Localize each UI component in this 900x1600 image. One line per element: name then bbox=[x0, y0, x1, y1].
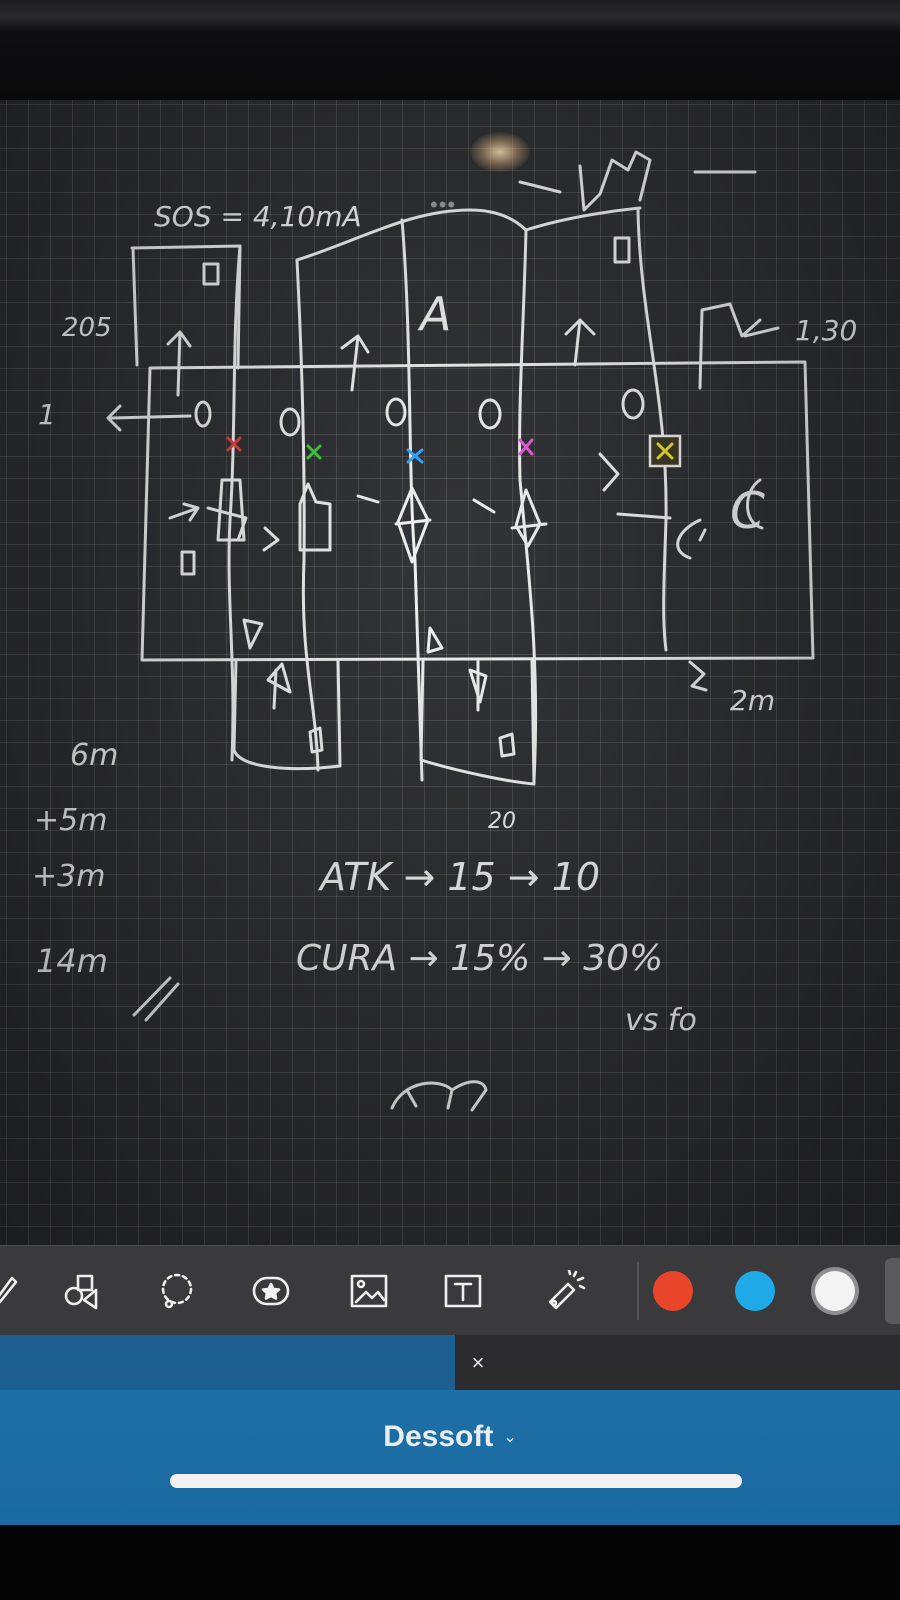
player-circle bbox=[194, 400, 212, 428]
arrow-up-3 bbox=[564, 318, 596, 367]
arrow-up-2 bbox=[340, 334, 370, 392]
laser-pointer-icon bbox=[548, 1270, 586, 1310]
bottom-pocket-1 bbox=[232, 658, 342, 771]
bottom-pocket-2 bbox=[419, 658, 536, 786]
app-name: Dessoft bbox=[383, 1420, 494, 1453]
home-indicator[interactable] bbox=[170, 1474, 742, 1488]
handwritten-drawing: SOS = 4,10mA 1,30 205 1 A C 2m 6m +5m +3… bbox=[32, 150, 857, 1112]
player-circle bbox=[478, 398, 502, 430]
arrow-to-circle bbox=[106, 404, 192, 432]
text-tool-button[interactable] bbox=[438, 1266, 488, 1316]
light-glare bbox=[470, 132, 530, 172]
shapes-icon bbox=[64, 1274, 98, 1310]
lower-marks bbox=[242, 618, 708, 758]
yellow-marker bbox=[656, 442, 674, 460]
top-square-2 bbox=[613, 236, 631, 264]
cone-figure bbox=[394, 486, 432, 564]
player-circle bbox=[385, 397, 407, 427]
shapes-tool-button[interactable] bbox=[58, 1266, 108, 1316]
panel-strip-right bbox=[455, 1335, 900, 1390]
distance-2m-label: 2m bbox=[730, 684, 775, 717]
app-switcher[interactable]: Dessoft ⌄ bbox=[0, 1420, 900, 1454]
lasso-icon bbox=[161, 1273, 193, 1309]
drawing-toolbar bbox=[0, 1245, 900, 1336]
letter-c-label: C bbox=[730, 482, 765, 540]
image-icon bbox=[350, 1274, 388, 1308]
lane-2 bbox=[295, 258, 320, 772]
top-square bbox=[202, 262, 220, 286]
small-square-left bbox=[180, 550, 196, 576]
sticker-tool-button[interactable] bbox=[246, 1266, 296, 1316]
color-swatch-white[interactable] bbox=[815, 1271, 855, 1311]
top-right-marks bbox=[518, 150, 780, 390]
distance-6m-label: 6m bbox=[70, 738, 118, 773]
color-swatch-orange[interactable] bbox=[653, 1271, 693, 1311]
color-swatch-blue[interactable] bbox=[735, 1271, 775, 1311]
player-circle bbox=[279, 407, 301, 437]
sticker-icon bbox=[252, 1276, 290, 1306]
distance-14m-label: 14m bbox=[36, 942, 108, 980]
value-20-label: 20 bbox=[488, 809, 516, 834]
top-left-box bbox=[130, 244, 242, 370]
lasso-tool-button[interactable] bbox=[152, 1266, 202, 1316]
pink-marker bbox=[518, 438, 534, 456]
toolbar-divider bbox=[637, 1262, 639, 1320]
lane-1 bbox=[227, 244, 242, 762]
field-rectangle bbox=[140, 360, 815, 662]
sos-label: SOS = 4,10mA bbox=[154, 200, 362, 233]
distance-5m-label: +5m bbox=[34, 803, 107, 838]
image-tool-button[interactable] bbox=[344, 1266, 394, 1316]
player-circle bbox=[621, 388, 645, 420]
tally-marks bbox=[132, 976, 180, 1022]
whiteboard-canvas[interactable]: ••• bbox=[0, 100, 900, 1245]
close-button[interactable]: × bbox=[471, 1350, 485, 1375]
cone-figure bbox=[206, 478, 248, 542]
letter-a-label: A bbox=[417, 287, 451, 341]
device-bottom-edge bbox=[0, 1525, 900, 1600]
vs-line: vs fo bbox=[625, 1003, 697, 1038]
book-sketch bbox=[390, 1080, 488, 1112]
arrow-up-1 bbox=[166, 330, 192, 397]
panel-strip-left bbox=[0, 1335, 455, 1390]
c-shape bbox=[616, 478, 764, 560]
app-bar: Dessoft ⌄ bbox=[0, 1390, 900, 1525]
green-marker bbox=[306, 444, 322, 460]
laser-pointer-tool-button[interactable] bbox=[540, 1266, 590, 1316]
toolbar-overflow-handle[interactable] bbox=[885, 1258, 900, 1324]
blue-marker bbox=[406, 448, 424, 464]
lane-4 bbox=[518, 228, 538, 782]
device-top-edge bbox=[0, 0, 900, 105]
distance-3m-label: +3m bbox=[32, 859, 105, 894]
cone-figure bbox=[298, 482, 332, 552]
roof-curve bbox=[295, 206, 642, 262]
side-label-1: 1 bbox=[38, 398, 56, 431]
small-arrows bbox=[168, 452, 620, 552]
cura-line: CURA → 15% → 30% bbox=[296, 938, 663, 979]
pen-icon bbox=[0, 1276, 18, 1304]
red-marker bbox=[226, 436, 242, 452]
text-icon bbox=[444, 1274, 482, 1308]
chevron-down-icon: ⌄ bbox=[503, 1429, 517, 1446]
side-label-205: 205 bbox=[62, 313, 112, 343]
top-right-value: 1,30 bbox=[795, 314, 857, 347]
lane-5 bbox=[636, 208, 668, 652]
cone-figure bbox=[510, 488, 548, 548]
atk-line: ATK → 15 → 10 bbox=[317, 855, 600, 899]
lane-3 bbox=[400, 218, 424, 782]
pen-tool-button[interactable] bbox=[0, 1266, 28, 1316]
